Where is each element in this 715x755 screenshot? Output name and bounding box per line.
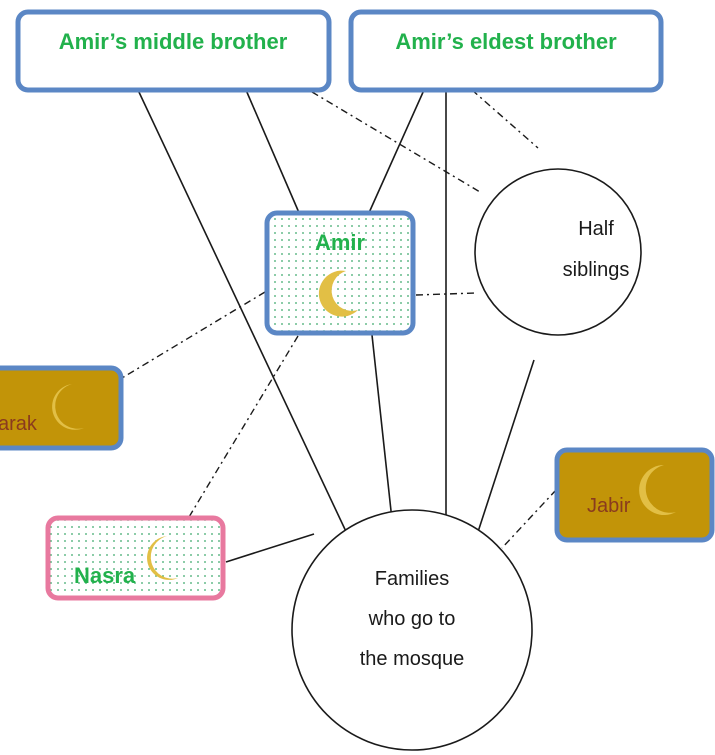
node-half-siblings: Half siblings <box>474 168 642 336</box>
node-jabir: Jabir <box>554 447 715 543</box>
node-families: Families who go to the mosque <box>291 509 533 751</box>
families-circle <box>291 509 533 751</box>
crescent-moon-icon <box>639 465 676 515</box>
node-barak: arak <box>0 365 124 451</box>
families-line3: the mosque <box>360 648 465 670</box>
edge-amir-to-nasra <box>185 335 299 523</box>
node-eldest-brother: Amir’s eldest brother <box>348 9 664 93</box>
eldest-brother-box <box>348 9 664 93</box>
edge-eldest-brother-to-amir <box>367 89 425 216</box>
edge-nasra-to-families <box>225 533 315 563</box>
half-siblings-line2: siblings <box>563 259 630 281</box>
eldest-brother-label: Amir’s eldest brother <box>395 29 617 54</box>
half-siblings-line1: Half <box>578 218 614 240</box>
nasra-label: Nasra <box>74 563 136 588</box>
middle-brother-box <box>15 9 332 93</box>
nasra-box <box>45 515 226 601</box>
half-siblings-circle <box>474 168 642 336</box>
edge-middle-brother-to-half-siblings <box>311 91 481 193</box>
middle-brother-label: Amir’s middle brother <box>59 29 288 54</box>
node-amir: Amir <box>264 210 416 336</box>
barak-label: arak <box>0 413 38 435</box>
dashed-connectors <box>121 89 557 549</box>
edge-half-siblings-to-families <box>475 359 535 539</box>
edge-jabir-to-families <box>501 489 557 549</box>
edge-amir-to-barak <box>121 291 266 379</box>
amir-label: Amir <box>315 230 366 255</box>
jabir-label: Jabir <box>587 495 631 517</box>
node-nasra: Nasra <box>45 515 226 601</box>
node-middle-brother: Amir’s middle brother <box>15 9 332 93</box>
families-line1: Families <box>375 568 449 590</box>
jabir-box <box>554 447 715 543</box>
edge-middle-brother-to-amir <box>245 89 301 216</box>
edge-middle-brother-to-families <box>137 89 351 541</box>
solid-connectors <box>137 89 535 563</box>
crescent-moon-icon <box>318 270 358 317</box>
barak-box <box>0 365 124 451</box>
families-line2: who go to <box>368 608 456 630</box>
edge-eldest-brother-to-half-siblings <box>471 89 539 149</box>
edge-amir-to-families <box>371 334 393 521</box>
